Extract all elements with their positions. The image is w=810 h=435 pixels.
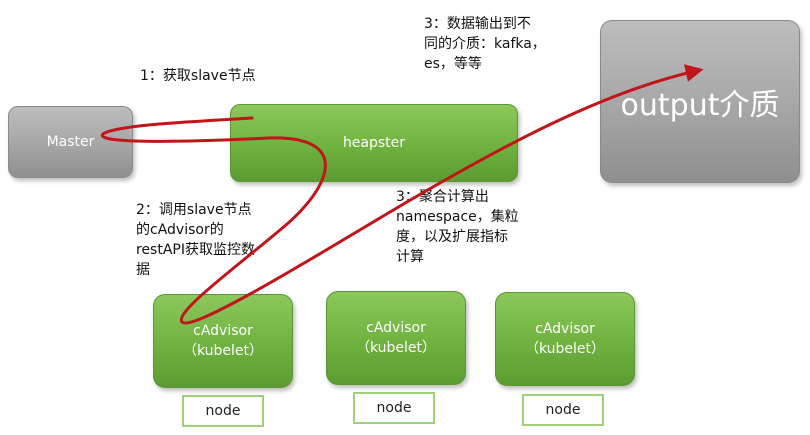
output-label: output介质 [620, 87, 780, 123]
note-line: restAPI获取监控数 [136, 242, 255, 258]
step1-note: 1：获取slave节点 [140, 66, 256, 86]
note-line: es，等等 [424, 56, 482, 72]
kubelet-label: （kubelet） [182, 343, 264, 359]
node-box-3: node [522, 394, 604, 426]
kubelet-label: （kubelet） [524, 341, 606, 357]
heapster-box: heapster [230, 104, 518, 182]
step3-aggregate-note: 3：聚合计算出 namespace，集粒 度，以及扩展指标 计算 [396, 187, 519, 267]
note-line: 3：数据输出到不 [424, 16, 531, 32]
cadvisor-label: cAdvisor [535, 321, 595, 337]
node-box-2: node [353, 392, 435, 424]
node-label: node [205, 403, 241, 419]
flow-curve [100, 64, 704, 325]
node-label: node [545, 402, 581, 418]
note-line: 度，以及扩展指标 [396, 229, 508, 245]
cadvisor-label: cAdvisor [193, 323, 253, 339]
note-line: 计算 [396, 249, 424, 265]
master-box: Master [8, 106, 133, 178]
node-label: node [376, 400, 412, 416]
step2-note: 2：调用slave节点 的cAdvisor的 restAPI获取监控数 据 [136, 200, 255, 280]
heapster-label: heapster [342, 135, 406, 151]
note-line: 据 [136, 262, 150, 278]
note-line: 2：调用slave节点 [136, 202, 252, 218]
note-line: 同的介质：kafka， [424, 36, 546, 52]
cadvisor-box-3: cAdvisor （kubelet） [495, 292, 635, 386]
step3-output-note: 3：数据输出到不 同的介质：kafka， es，等等 [424, 14, 546, 74]
note-line: namespace，集粒 [396, 209, 519, 225]
kubelet-label: （kubelet） [355, 340, 437, 356]
master-label: Master [46, 134, 95, 150]
note-line: 3：聚合计算出 [396, 189, 489, 205]
node-box-1: node [182, 395, 264, 427]
cadvisor-label: cAdvisor [366, 320, 426, 336]
note-line: 的cAdvisor的 [136, 222, 224, 238]
note-line: 1：获取slave节点 [140, 68, 256, 84]
cadvisor-box-2: cAdvisor （kubelet） [326, 291, 466, 385]
output-box: output介质 [600, 20, 800, 183]
